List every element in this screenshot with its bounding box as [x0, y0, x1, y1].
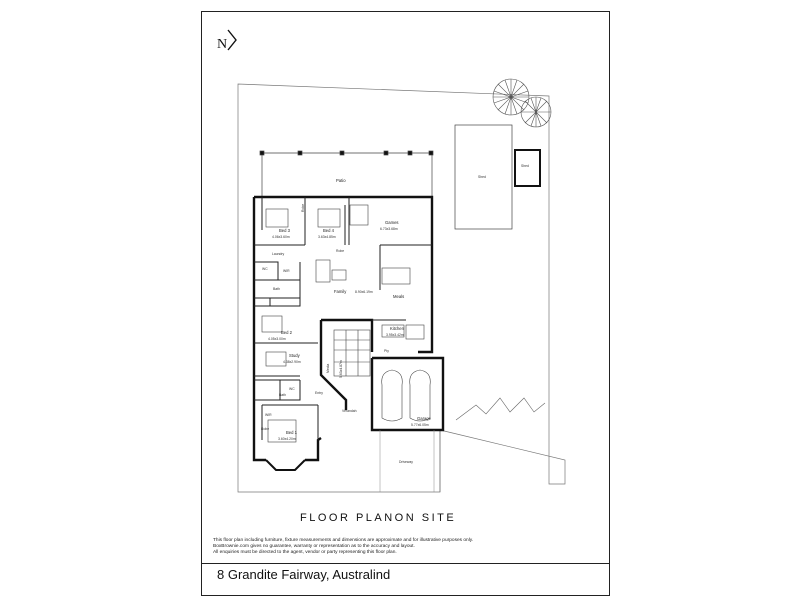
- family-size: 8.90x6.19m: [355, 290, 373, 294]
- disclaimer-line: This floor plan including furniture, fix…: [213, 538, 474, 543]
- bed2-size: 4.05x3.00m: [268, 337, 286, 341]
- property-address: 8 Grandite Fairway, Australind: [217, 567, 391, 582]
- page-frame: [201, 11, 610, 596]
- study-name: Study: [289, 353, 301, 358]
- bay-window: [265, 459, 306, 471]
- pantry-label: Pty: [384, 349, 389, 353]
- patio-label: Patio: [336, 178, 346, 183]
- patio: [259, 150, 434, 197]
- media-size: 5.63x4.87m: [339, 360, 343, 378]
- disclaimer-line: BoxBrownie.com gives no guarantee, warra…: [213, 544, 415, 549]
- verandah-label: Verandah: [342, 409, 357, 413]
- disclaimer: This floor plan including furniture, fix…: [213, 538, 513, 556]
- north-label: N: [217, 37, 227, 52]
- bed1-name: Bed 1: [286, 430, 298, 435]
- shed-large: [454, 124, 513, 230]
- garage-name: Garage: [417, 416, 432, 421]
- bed3-name: Bed 3: [279, 228, 291, 233]
- disclaimer-line: All enquiries must be directed to the ag…: [213, 550, 397, 555]
- laundry-label: Laundry: [272, 252, 285, 256]
- bath2-label: Bath: [279, 393, 286, 397]
- games-name: Games: [385, 220, 399, 225]
- tree-icon: [492, 78, 552, 128]
- bath-label: Bath: [273, 287, 280, 291]
- study-size: 4.38x2.90m: [283, 360, 301, 364]
- robe-label: Robe: [301, 204, 305, 212]
- media-name: Media: [326, 364, 330, 373]
- site-boundary: [237, 83, 566, 493]
- wc-label: WC: [262, 267, 268, 271]
- floor-plan-heading: FLOOR PLANON SITE: [300, 512, 457, 524]
- wc-label: WC: [289, 387, 295, 391]
- car-icon: [409, 369, 431, 422]
- robe-label: Robe: [336, 249, 344, 253]
- meals-label: Meals: [393, 294, 404, 299]
- bed2-name: Bed 2: [281, 330, 293, 335]
- family-name: Family: [334, 289, 347, 294]
- garden-beds: [455, 397, 546, 421]
- shed-small-label: Shed: [521, 164, 529, 168]
- bed1-size: 3.60x4.20m: [278, 437, 296, 441]
- bed4-name: Bed 4: [323, 228, 335, 233]
- entry-label: Entry: [315, 391, 323, 395]
- kitchen-name: Kitchen: [390, 326, 405, 331]
- interior-walls: [254, 197, 432, 440]
- wir-label: WIR: [283, 269, 290, 273]
- furniture: [261, 204, 431, 443]
- address-divider: [201, 563, 610, 564]
- north-arrow-icon: N: [217, 29, 237, 52]
- shed-small: [514, 149, 541, 187]
- driveway: [379, 430, 435, 492]
- wir2-label: WIR: [265, 413, 272, 417]
- car-icon: [381, 369, 403, 422]
- bed3-size: 4.06x3.60m: [272, 235, 290, 239]
- games-size: 6.73x3.68m: [380, 227, 398, 231]
- shed-large-label: Shed: [478, 175, 486, 179]
- robe-label: Robe: [261, 427, 269, 431]
- kitchen-size: 3.95x3.42m: [386, 333, 404, 337]
- bed4-size: 3.63x4.85m: [318, 235, 336, 239]
- driveway-label: Driveway: [399, 460, 413, 464]
- garage-size: 5.77x6.05m: [411, 423, 429, 427]
